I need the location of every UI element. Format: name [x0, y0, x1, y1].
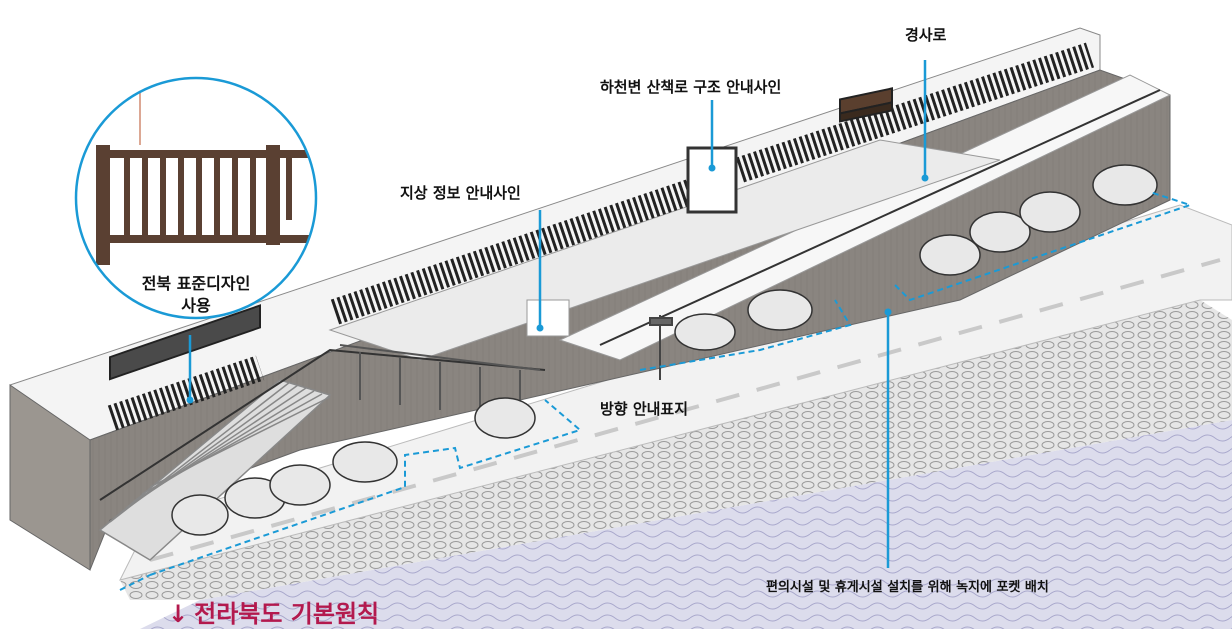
down-arrow-icon: ↓	[168, 600, 189, 628]
direction-sign-post	[649, 315, 673, 380]
caption-text: 전라북도 기본원칙	[194, 600, 380, 628]
label-jeonbuk-design-line1: 전북 표준디자인	[141, 274, 251, 293]
pocket-green-outline	[119, 191, 1194, 591]
ground-info-sign-panel	[526, 299, 570, 337]
label-direction-sign: 방향 안내표지	[600, 400, 689, 418]
walkway-centerline	[149, 258, 1221, 562]
stair-handrail	[99, 348, 546, 501]
planting-trees	[171, 164, 1158, 536]
label-slope-path: 경사로	[905, 26, 947, 44]
leader-lines	[188, 60, 927, 568]
railing-left	[107, 355, 265, 431]
railing-top-1	[330, 179, 695, 325]
ramp-handrail	[599, 89, 1161, 346]
caption: ↓전라북도 기본원칙	[168, 594, 379, 629]
bench	[839, 87, 893, 123]
label-jeonbuk-design-line2: 사용	[181, 296, 211, 315]
railing-top-2	[735, 42, 1095, 183]
label-pocket-green: 편의시설 및 휴게시설 설치를 위해 녹지에 포켓 배치	[766, 580, 1049, 595]
railing-detail-magnifier	[74, 76, 318, 320]
stairs	[98, 379, 332, 561]
label-river-walk-sign: 하천변 산책로 구조 안내사인	[600, 78, 782, 96]
label-ground-info-sign: 지상 정보 안내사인	[400, 184, 521, 202]
upper-railing	[109, 304, 261, 381]
